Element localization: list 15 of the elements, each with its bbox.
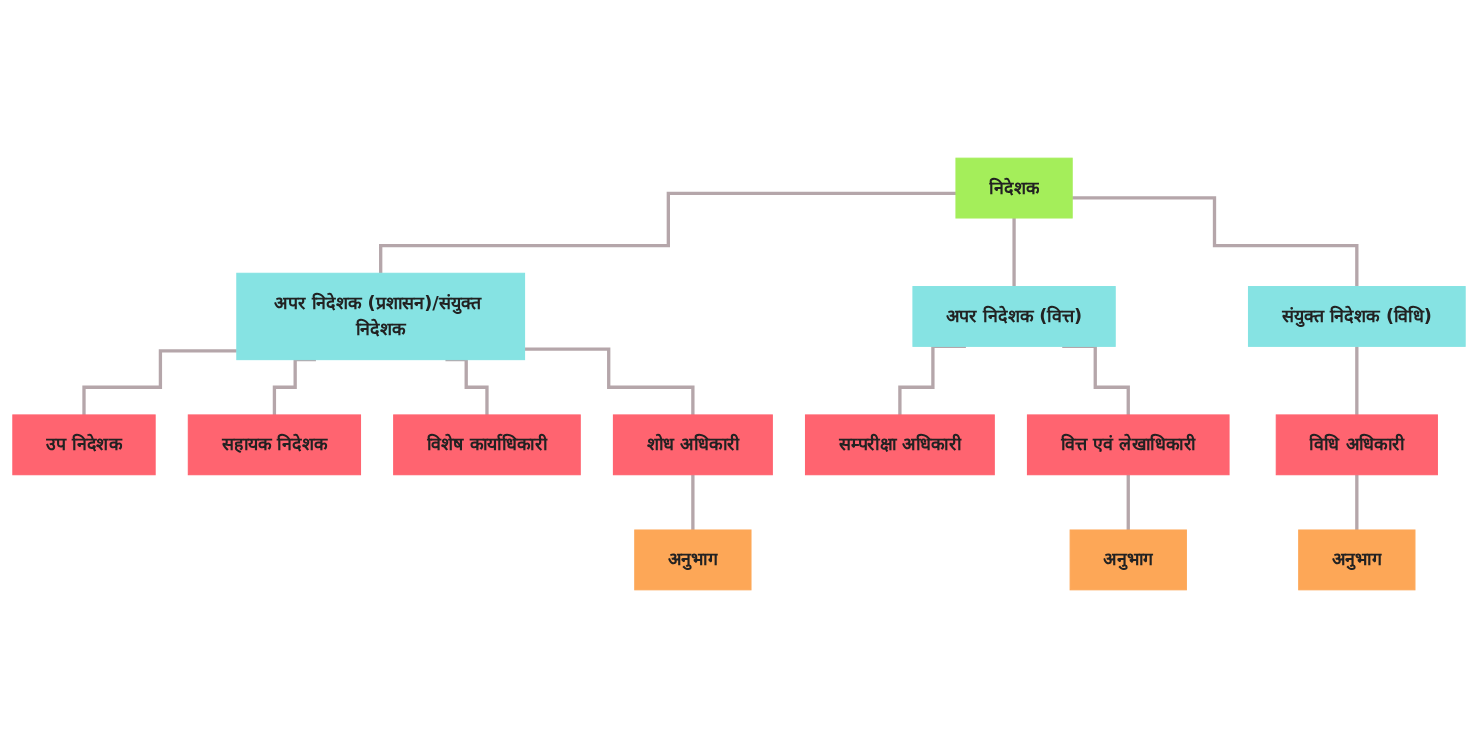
node-box: वित्त एवं लेखाधिकारी	[1026, 413, 1230, 475]
connector	[1072, 195, 1359, 288]
node-box: अपर निदेशक (वित्त)	[912, 285, 1116, 347]
node-box: अपर निदेशक (प्रशासन)/संयुक्त निदेशक	[236, 272, 526, 360]
node-box: विशेष कार्याधिकारी	[393, 413, 581, 475]
node-box: उप निदेशक	[12, 413, 156, 475]
node-box: अनुभाग	[634, 528, 752, 590]
node-box: शोध अधिकारी	[612, 413, 773, 475]
node-box: संयुक्त निदेशक (विधि)	[1247, 285, 1466, 347]
node-box: सहायक निदेशक	[187, 413, 362, 475]
node-box: निदेशक	[955, 157, 1073, 219]
node-box: अनुभाग	[1298, 528, 1416, 590]
node-box: सम्परीक्षा अधिकारी	[804, 413, 995, 475]
node-box: अनुभाग	[1069, 528, 1187, 590]
node-box: विधि अधिकारी	[1275, 413, 1438, 475]
